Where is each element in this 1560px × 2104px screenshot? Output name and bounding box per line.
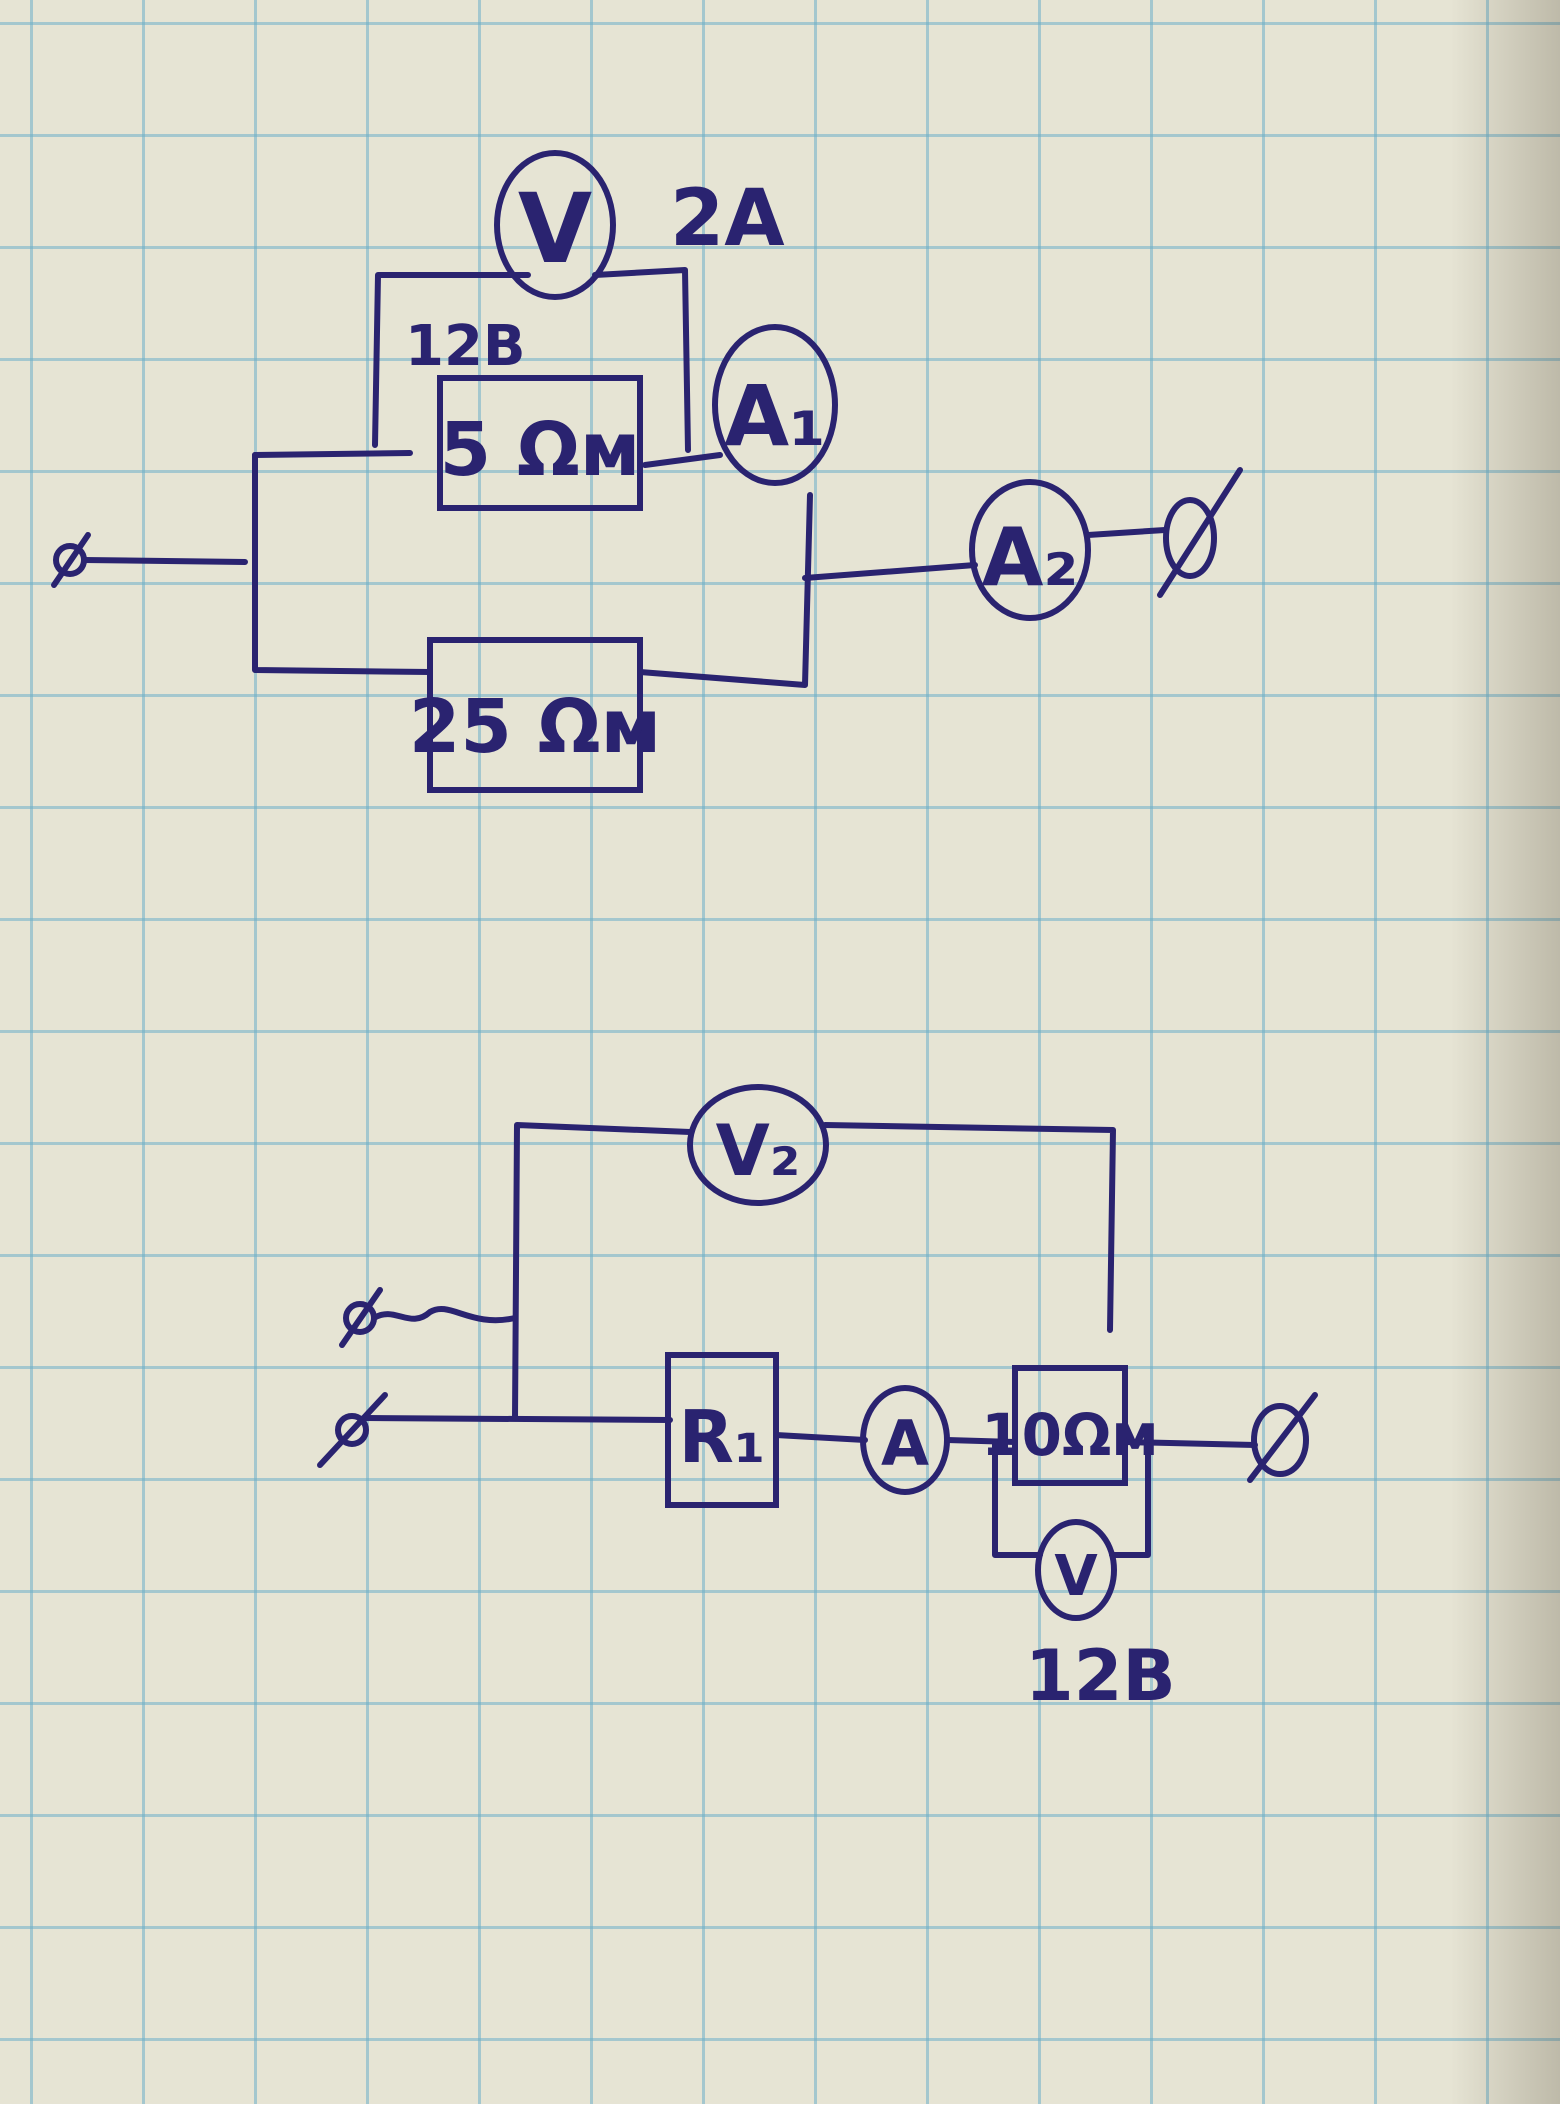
wire-to-a2 — [802, 562, 978, 581]
voltmeter-1-label: V — [518, 173, 592, 285]
terminal-right-2 — [1247, 1392, 1318, 1483]
resistor-r1: R₁ — [665, 1352, 779, 1508]
wire-top-branch-in — [252, 450, 413, 458]
voltmeter-bottom-2: V — [1035, 1519, 1117, 1621]
wire-rheostat — [371, 1305, 518, 1324]
wire-top-branch-out — [642, 452, 723, 468]
wire-voltmeter-right — [592, 267, 691, 453]
resistor-10-ohm: 10Ωм — [981, 1365, 1159, 1486]
wire-ammeter-to-r2 — [944, 1437, 1018, 1445]
wire-v-bottom-left — [992, 1439, 1043, 1558]
circuit-2: V₂ R₁ A 10Ωм V 12B — [317, 1084, 1318, 1717]
ammeter-a2: A₂ — [969, 479, 1091, 621]
voltmeter-v2-label: V₂ — [716, 1110, 801, 1192]
terminal-right-1 — [1157, 467, 1243, 598]
wire-left-feed — [81, 557, 248, 565]
wire-v2-right — [822, 1122, 1116, 1333]
voltmeter-1: V — [494, 150, 616, 300]
page-edge-shadow — [1450, 0, 1560, 2104]
wire-voltmeter-left — [372, 272, 531, 448]
wire-left-rail — [252, 452, 433, 675]
circuit-1: V 2A 12B 5 Ωм A₁ 25 Ωм A₂ — [51, 150, 1243, 793]
wire-right-rail — [637, 492, 813, 688]
resistor-5-ohm-label: 5 Ωм — [440, 407, 641, 493]
resistor-r1-label: R₁ — [679, 1395, 766, 1479]
wire-v-bottom-right — [1109, 1442, 1151, 1558]
wire-r2-out — [1122, 1439, 1258, 1448]
current-reading-1: 2A — [670, 174, 785, 264]
wire-r1-to-ammeter — [773, 1432, 868, 1443]
ammeter-a1-label: A₁ — [724, 367, 826, 465]
voltmeter-v2: V₂ — [687, 1084, 829, 1206]
wire-v2-left — [512, 1122, 693, 1421]
resistor-5-ohm: 5 Ωм — [437, 375, 643, 511]
voltmeter-bottom-2-label: V — [1054, 1544, 1098, 1609]
ammeter-a1: A₁ — [712, 324, 838, 486]
ammeter-a2-label: A₂ — [982, 511, 1079, 604]
wire-a2-out — [1085, 527, 1168, 538]
wire-to-r1 — [363, 1415, 673, 1423]
ammeter-2-label: A — [881, 1407, 929, 1480]
resistor-10-ohm-label: 10Ωм — [981, 1401, 1158, 1469]
resistor-25-ohm: 25 Ωм — [409, 637, 661, 793]
ammeter-2: A — [860, 1385, 950, 1495]
resistor-25-ohm-label: 25 Ωм — [409, 684, 661, 770]
voltage-reading-2: 12B — [1025, 1635, 1176, 1717]
terminal-left-2b — [317, 1392, 388, 1468]
voltage-reading-1: 12B — [405, 314, 526, 379]
